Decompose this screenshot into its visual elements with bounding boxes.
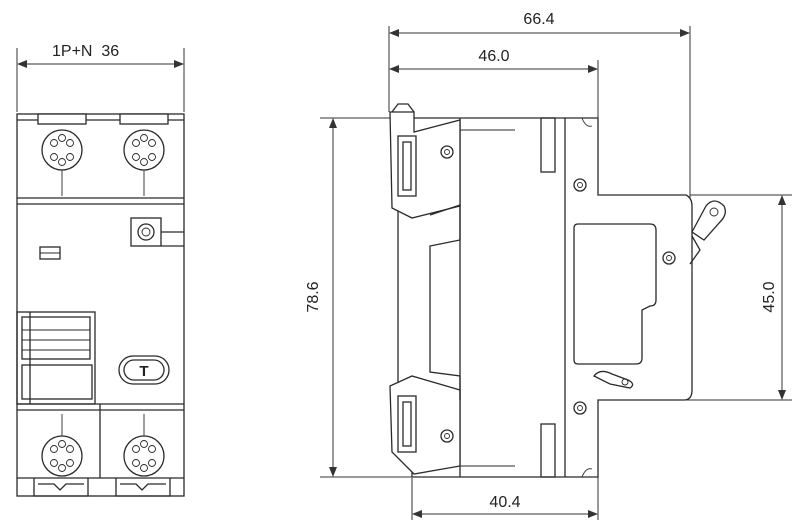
top-terminal-tab-right xyxy=(119,113,169,125)
mid-depth-label: 46.0 xyxy=(478,48,509,65)
front-body-outline xyxy=(16,113,185,497)
height-dimension: 78.6 xyxy=(305,117,412,478)
side-view: 66.4 46.0 78.6 45.0 40.4 xyxy=(305,11,792,520)
front-width-dimension: 1P+N 36 xyxy=(16,43,185,112)
overall-depth-label: 66.4 xyxy=(523,11,554,28)
mid-depth-dimension: 46.0 xyxy=(389,48,599,118)
inner-channel xyxy=(429,204,461,400)
overall-depth-dimension: 66.4 xyxy=(388,11,691,198)
front-panel-window xyxy=(573,223,657,365)
side-body-outline xyxy=(397,117,693,478)
rivets xyxy=(440,145,676,443)
base-depth-dimension: 40.4 xyxy=(411,470,599,520)
operating-lever xyxy=(16,311,96,405)
lower-slot xyxy=(540,423,556,478)
top-terminal-tab-left xyxy=(37,113,87,125)
top-terminal-screw-right xyxy=(123,129,165,196)
test-button-label: T xyxy=(139,363,148,380)
bottom-terminal-screw-right xyxy=(123,414,165,477)
test-button: T xyxy=(118,355,170,385)
din-clip-right xyxy=(115,478,171,497)
top-rail-clip xyxy=(389,103,461,219)
front-panel-height-label: 45.0 xyxy=(761,281,778,312)
front-view: 1P+N 36 xyxy=(16,43,185,497)
bottom-rail-clip xyxy=(389,375,461,475)
upper-slot xyxy=(540,117,556,173)
trip-indicator xyxy=(130,217,184,247)
front-width-label: 1P+N 36 xyxy=(52,43,119,60)
din-clip-left xyxy=(33,478,89,497)
top-terminal-screw-left xyxy=(41,129,83,196)
base-depth-label: 40.4 xyxy=(489,494,520,511)
lower-lever xyxy=(593,370,634,389)
bottom-terminal-screw-left xyxy=(41,414,83,477)
height-label: 78.6 xyxy=(305,281,322,312)
side-toggle-handle xyxy=(689,200,726,265)
